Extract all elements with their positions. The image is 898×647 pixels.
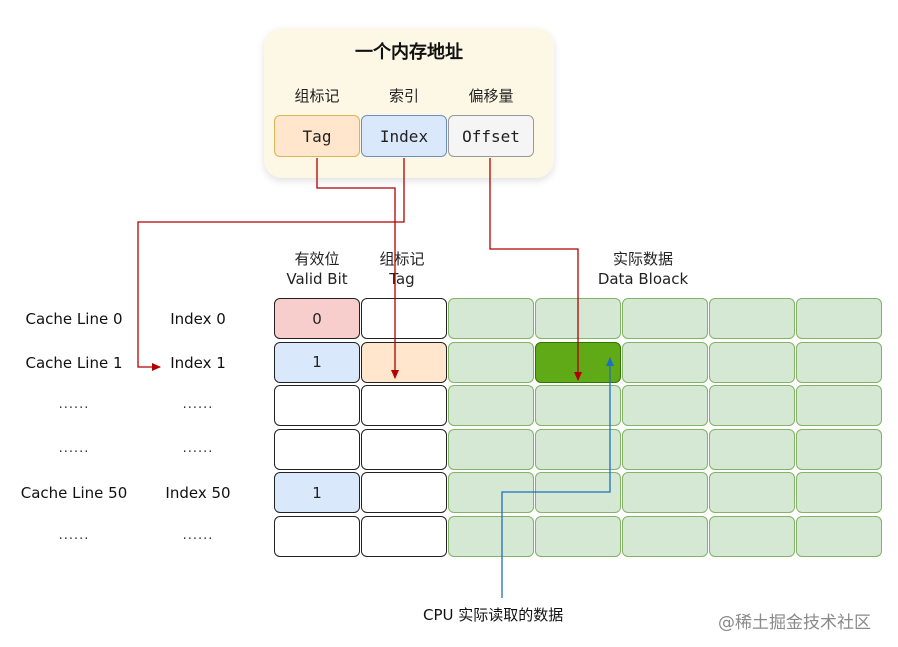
tag-column-header-cn: 组标记 [379,250,425,268]
data-block-cell [709,298,795,339]
data-block-cell [535,515,621,557]
data-block-cell [448,515,534,557]
data-block-cell [535,385,621,426]
tag-cell [361,472,447,513]
index-label: Index 50 [165,484,231,502]
tag-field-header: 组标记 [294,87,340,105]
cache-line-label: ...... [58,527,90,543]
valid-bit-cell [274,515,360,557]
data-block-cell [796,298,882,339]
watermark: @稀土掘金技术社区 [718,613,871,633]
index-label: Index 1 [170,353,226,372]
tag-cell [361,385,447,426]
data-block-cell [796,428,882,470]
cpu-read-arrow [501,357,614,598]
data-block-cell [709,385,795,426]
data-block-cell [448,385,534,426]
cpu-read-label: CPU 实际读取的数据 [423,606,564,624]
data-block-cell [796,472,882,513]
data-block-cell [622,298,708,339]
cache-line-label: Cache Line 50 [20,484,128,502]
data-block-cell [709,472,795,513]
offset-field-header: 偏移量 [468,87,514,105]
offset-to-data-arrow [489,158,582,381]
data-block-cell [622,385,708,426]
cache-line-label: ...... [58,397,90,412]
valid-bit-header-cn: 有效位 [294,250,340,268]
data-block-cell [709,341,795,383]
index-label: ...... [182,527,214,543]
index-label: ...... [182,440,214,456]
data-block-cell [622,428,708,470]
data-block-cell [796,385,882,426]
tag-cell [361,341,447,383]
index-field: Index [361,115,447,157]
index-label: ...... [182,397,214,412]
valid-bit-header: 有效位 Valid Bit [262,249,372,289]
index-label: Index 0 [170,310,226,328]
memory-address-title: 一个内存地址 [355,42,463,63]
valid-bit-cell: 1 [274,472,360,513]
data-block-cell [535,428,621,470]
cache-line-label: Cache Line 1 [25,353,123,372]
data-block-cell [796,515,882,557]
data-block-cell [622,472,708,513]
tag-cell [361,298,447,339]
cache-line-label: Cache Line 0 [25,310,123,328]
data-block-cell [622,515,708,557]
data-block-cell [709,515,795,557]
offset-field: Offset [448,115,534,157]
data-block-header-en: Data Bloack [597,270,689,288]
valid-bit-header-en: Valid Bit [286,270,348,288]
tag-cell [361,428,447,470]
data-block-header: 实际数据 Data Bloack [575,249,711,289]
valid-bit-cell [274,385,360,426]
valid-bit-cell: 1 [274,341,360,383]
tag-field: Tag [274,115,360,157]
valid-bit-cell [274,428,360,470]
data-block-cell [622,341,708,383]
valid-bit-cell: 0 [274,298,360,339]
tag-cell [361,515,447,557]
index-field-header: 索引 [388,87,419,105]
data-block-header-cn: 实际数据 [612,250,673,268]
cache-line-label: ...... [58,440,90,456]
index-to-cache-line-arrow [137,158,405,371]
data-block-cell [709,428,795,470]
data-block-cell [448,298,534,339]
data-block-cell [796,341,882,383]
data-block-cell [448,341,534,383]
tag-to-tag-arrow [316,158,399,379]
data-block-cell [448,428,534,470]
